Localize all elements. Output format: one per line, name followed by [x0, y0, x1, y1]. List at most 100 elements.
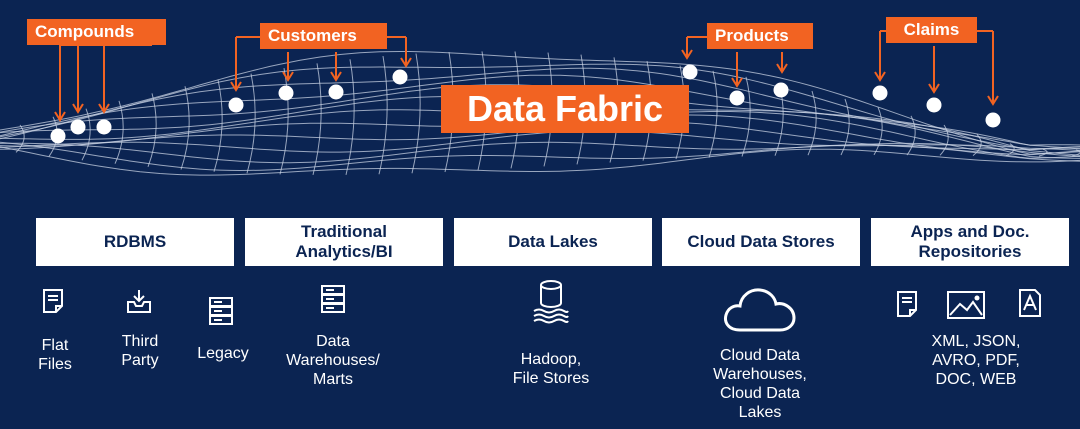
mesh-column-line: [411, 53, 421, 174]
arrowhead: [54, 111, 66, 122]
tag-products: Products: [707, 23, 813, 49]
caption-line: XML, JSON,: [931, 333, 1021, 350]
category-cloud-label: Cloud Data Stores: [687, 232, 835, 251]
mesh-row-line: [0, 67, 1080, 146]
caption-line: Data: [316, 333, 350, 350]
category-cloud-data-stores: Cloud Data Stores: [662, 218, 860, 266]
category-apps-repositories: Apps and Doc. Repositories: [871, 218, 1069, 266]
mesh-column-line: [345, 59, 355, 176]
tag-claims: Claims: [886, 17, 977, 43]
category-rdbms: RDBMS: [36, 218, 234, 266]
source-hadoop: Hadoop, File Stores: [492, 350, 610, 388]
node-customers: [278, 85, 294, 101]
category-traditional-line1: Traditional: [301, 222, 387, 241]
document-icon: [897, 291, 917, 317]
mesh-column-line: [180, 86, 190, 170]
mesh-column-line: [378, 56, 388, 175]
caption-line: AVRO, PDF,: [932, 352, 1020, 369]
caption-line: Marts: [313, 371, 353, 388]
caption-line: Files: [38, 356, 72, 373]
mesh-column-line: [708, 70, 718, 158]
mesh-column-line: [906, 115, 916, 156]
mesh-row-line: [0, 141, 1080, 164]
caption-line: Lakes: [738, 404, 782, 421]
node-customers: [228, 97, 244, 113]
server-icon: [321, 285, 345, 313]
mesh-column-line: [1038, 148, 1048, 157]
node-compounds: [70, 119, 86, 135]
inbox-tray-icon: [127, 290, 151, 313]
node-compounds: [50, 128, 66, 144]
category-traditional-line2: Analytics/BI: [295, 242, 393, 261]
category-data-lakes: Data Lakes: [454, 218, 652, 266]
arrowhead: [230, 81, 242, 92]
mesh-column-line: [81, 108, 91, 161]
database-icon: [533, 280, 569, 324]
image-icon: [947, 291, 985, 319]
category-apps-line2: Repositories: [918, 242, 1022, 261]
mesh-column-line: [873, 107, 883, 156]
mesh-column-line: [840, 98, 850, 156]
node-claims: [985, 112, 1001, 128]
node-claims: [926, 97, 942, 113]
source-flat-files: Flat Files: [30, 336, 80, 374]
source-warehouses: Data Warehouses/ Marts: [278, 332, 388, 389]
text-document-icon: [1019, 289, 1041, 317]
mesh-column-line: [213, 79, 223, 172]
source-third-party: Third Party: [110, 332, 170, 370]
arrowhead: [776, 63, 788, 74]
node-customers: [392, 69, 408, 85]
arrowhead: [731, 77, 743, 88]
caption-line: Legacy: [197, 345, 249, 362]
category-apps-line1: Apps and Doc.: [910, 222, 1030, 241]
caption-line: Warehouses,: [713, 366, 807, 383]
source-cloud: Cloud Data Warehouses, Cloud Data Lakes: [695, 346, 825, 422]
mesh-column-line: [972, 133, 982, 156]
caption-line: DOC, WEB: [935, 371, 1017, 388]
node-products: [682, 64, 698, 80]
mesh-column-line: [939, 124, 949, 156]
node-compounds: [96, 119, 112, 135]
mesh-column-line: [741, 76, 751, 157]
arrowhead: [98, 103, 110, 114]
entity-nodes: [50, 64, 1001, 144]
category-traditional-analytics: Traditional Analytics/BI: [245, 218, 443, 266]
mesh-column-line: [15, 124, 25, 153]
source-legacy: Legacy: [188, 344, 258, 363]
arrowhead: [874, 71, 886, 82]
tag-compounds: Compounds: [27, 19, 166, 45]
node-claims: [872, 85, 888, 101]
cloud-icon: [724, 288, 796, 332]
arrowhead: [282, 71, 294, 82]
arrowhead: [987, 95, 999, 106]
node-customers: [328, 84, 344, 100]
caption-line: Cloud Data: [719, 385, 801, 402]
server-icon: [209, 297, 233, 325]
mesh-column-line: [312, 63, 322, 176]
arrowhead: [72, 103, 84, 114]
category-data-lakes-label: Data Lakes: [508, 232, 598, 251]
mesh-row-line: [0, 51, 1080, 155]
mesh-column-line: [1005, 143, 1015, 157]
mesh-column-line: [1071, 149, 1080, 157]
mesh-column-line: [147, 93, 157, 167]
arrowhead: [681, 49, 693, 60]
mesh-column-line: [246, 73, 256, 174]
tag-customers: Customers: [260, 23, 387, 49]
caption-line: Flat: [41, 337, 69, 354]
mesh-column-line: [807, 90, 817, 156]
data-fabric-title: Data Fabric: [441, 85, 689, 133]
arrowhead: [400, 57, 412, 68]
arrowhead: [330, 71, 342, 82]
caption-line: File Stores: [512, 370, 590, 387]
mesh-row-line: [0, 130, 1080, 153]
category-rdbms-label: RDBMS: [103, 232, 167, 251]
arrowhead: [928, 83, 940, 94]
caption-line: Third: [121, 333, 159, 350]
mesh-column-line: [114, 100, 124, 164]
caption-line: Cloud Data: [719, 347, 801, 364]
caption-line: Party: [121, 352, 159, 369]
node-products: [773, 82, 789, 98]
caption-line: Warehouses/: [286, 352, 380, 369]
node-products: [729, 90, 745, 106]
